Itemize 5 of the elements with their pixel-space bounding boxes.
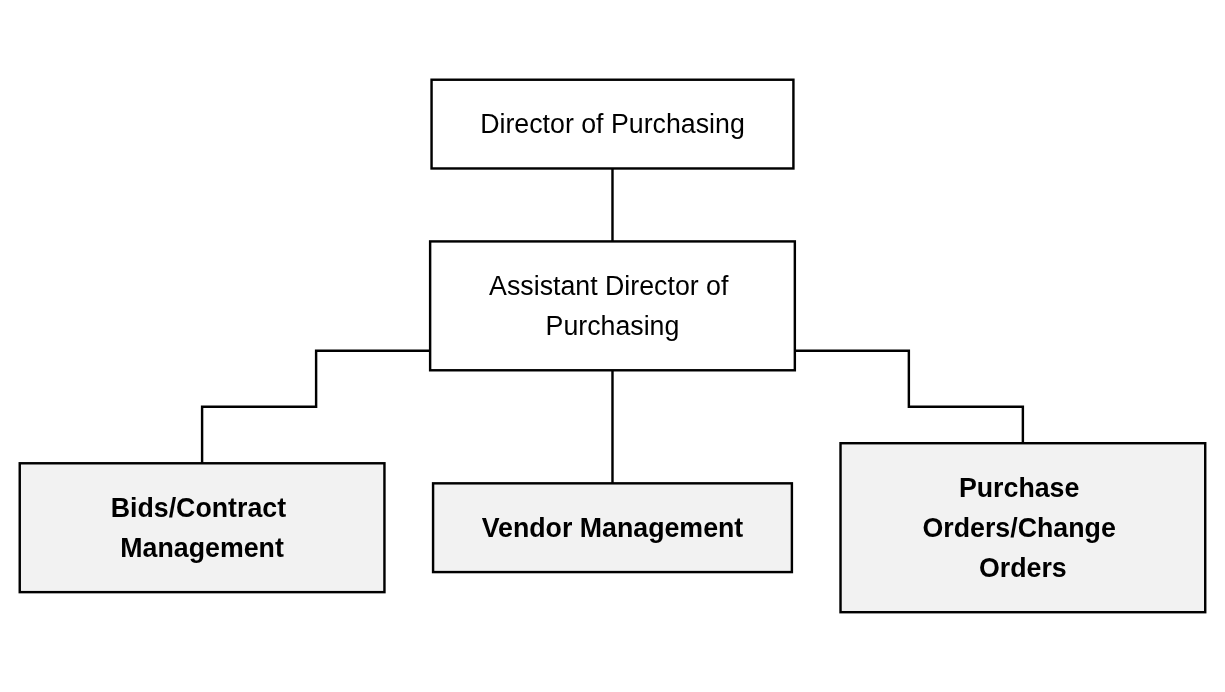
node-box: Director of Purchasing bbox=[430, 78, 795, 170]
node-box: Purchase Orders/Change Orders bbox=[839, 442, 1207, 614]
node-box: Assistant Director of Purchasing bbox=[428, 240, 797, 372]
node-box: Vendor Management bbox=[431, 482, 794, 574]
node-box: Bids/Contract Management bbox=[18, 462, 386, 594]
